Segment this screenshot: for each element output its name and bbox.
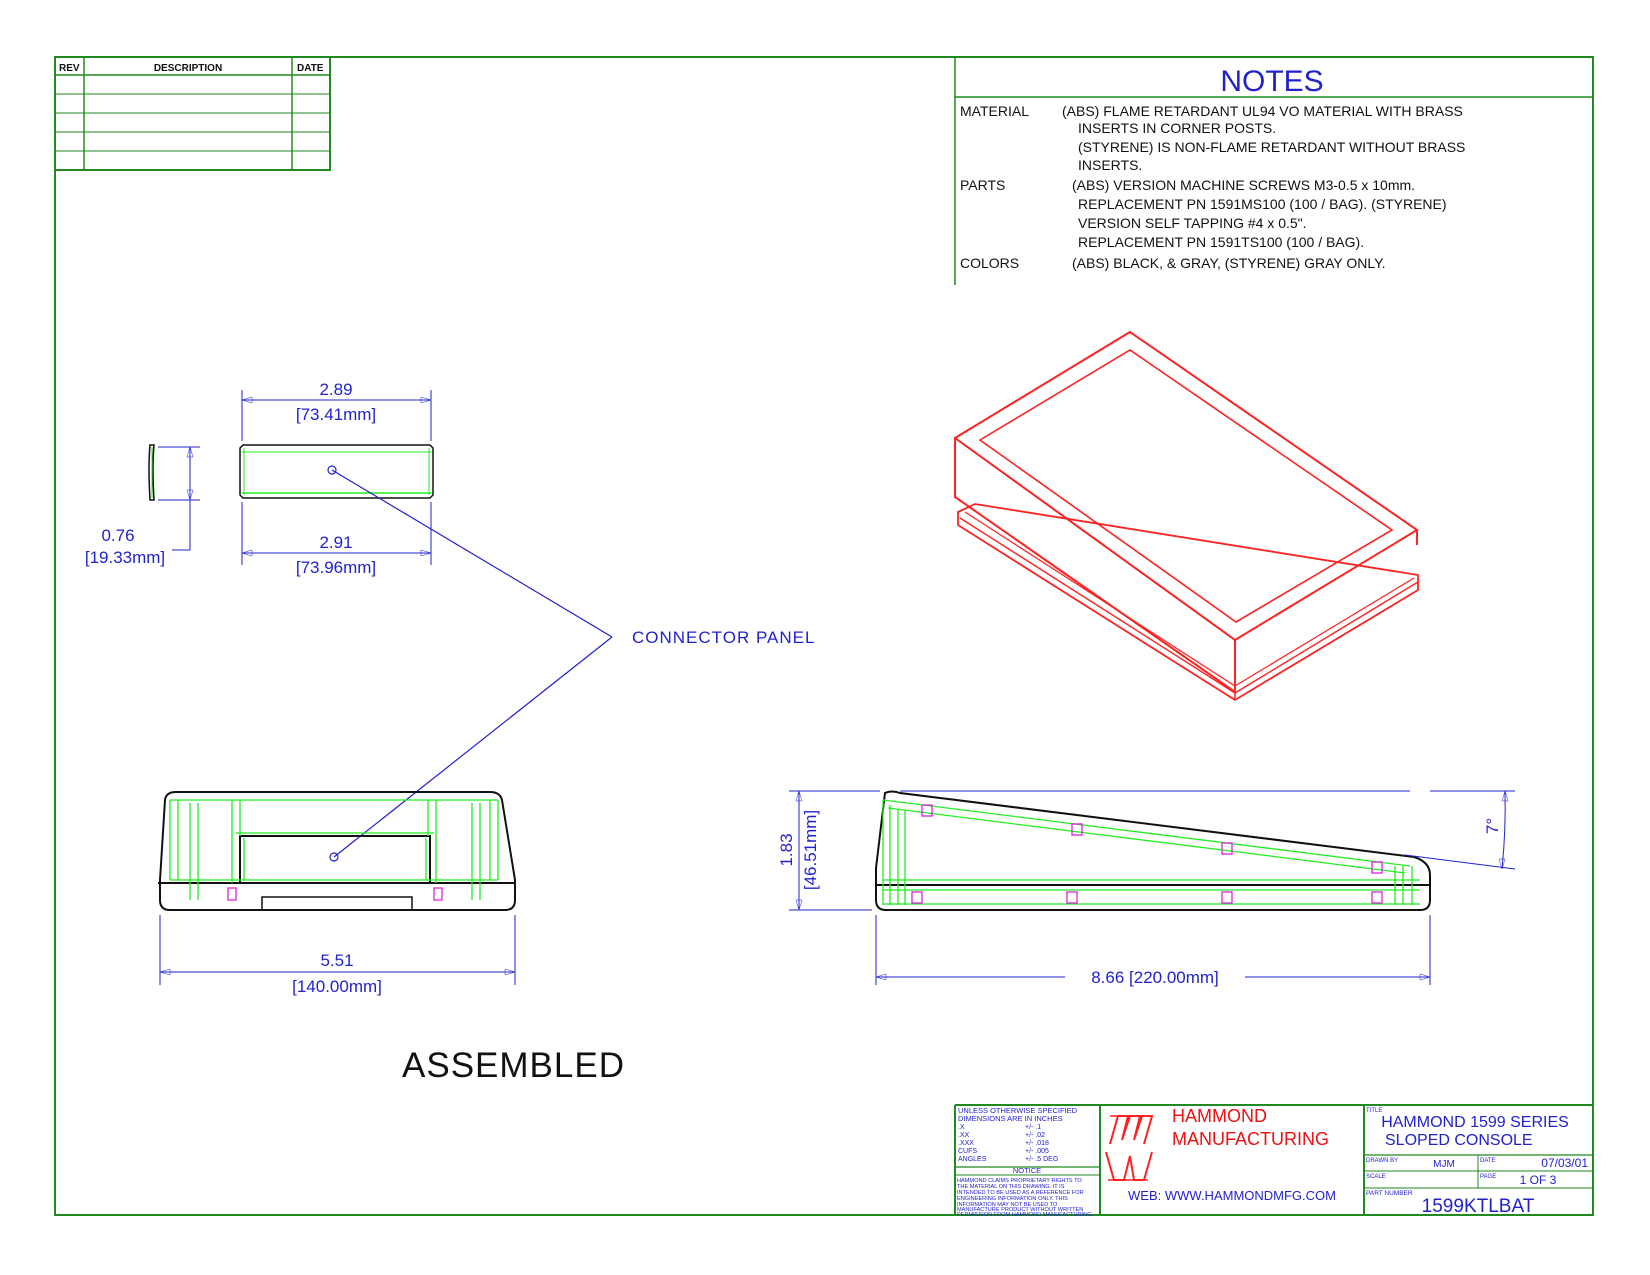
side-view: 1.83 [46.51mm] 8.66 [220.00mm] 7°: [777, 790, 1516, 987]
tolerance-header-2: DIMENSIONS ARE IN INCHES: [958, 1114, 1063, 1123]
hammond-logo: [1105, 1115, 1154, 1181]
panel-bottom-width-mm: [73.96mm]: [296, 558, 376, 577]
page-label: PAGE: [1480, 1174, 1496, 1180]
view-label: ASSEMBLED: [402, 1046, 625, 1085]
front-width-mm: [140.00mm]: [292, 977, 382, 996]
callout-label: CONNECTOR PANEL: [632, 628, 815, 647]
date-header: DATE: [297, 63, 324, 74]
notice-line: INFORMATION MAY NOT BE USED TO: [957, 1202, 1058, 1208]
page-value: 1 OF 3: [1520, 1173, 1557, 1187]
notice-line: MANUFACTURE PRODUCT WITHOUT WRITTEN: [957, 1207, 1083, 1213]
company-name-line1: HAMMOND: [1172, 1106, 1267, 1126]
drawn-by-value: MJM: [1433, 1159, 1455, 1170]
slope-angle: 7°: [1483, 818, 1502, 834]
side-length: 8.66 [220.00mm]: [1091, 968, 1219, 987]
panel-depth-mm: [19.33mm]: [85, 548, 165, 567]
title-label: TITLE: [1366, 1108, 1382, 1114]
note-line: INSERTS IN CORNER POSTS.: [1078, 120, 1276, 136]
connector-panel-view: 2.89 [73.41mm] 2.91 [73.96mm] 0.76 [19.3…: [85, 380, 434, 577]
note-line: VERSION SELF TAPPING #4 x 0.5".: [1078, 215, 1307, 231]
tolerance-key: ANGLES: [958, 1156, 987, 1163]
date-value: 07/03/01: [1541, 1156, 1588, 1170]
notes-title: NOTES: [1220, 65, 1323, 98]
tolerance-value: +/- .1: [1025, 1124, 1041, 1131]
notice-line: INTENDED TO BE USED AS A REFERENCE FOR: [957, 1190, 1084, 1196]
note-line: (STYRENE) IS NON-FLAME RETARDANT WITHOUT…: [1078, 139, 1465, 155]
note-line: (ABS) VERSION MACHINE SCREWS M3-0.5 x 10…: [1072, 177, 1415, 193]
note-label-parts: PARTS: [960, 177, 1005, 193]
title-block: UNLESS OTHERWISE SPECIFIED DIMENSIONS AR…: [954, 1104, 1593, 1218]
note-label-colors: COLORS: [960, 255, 1019, 271]
panel-bottom-width: 2.91: [319, 533, 352, 552]
revision-block: REV DESCRIPTION DATE: [54, 56, 331, 171]
panel-depth: 0.76: [101, 526, 134, 545]
scale-label: SCALE: [1366, 1174, 1386, 1180]
title-line1: HAMMOND 1599 SERIES: [1381, 1114, 1569, 1131]
isometric-view: [953, 330, 1419, 702]
note-line: (ABS) FLAME RETARDANT UL94 VO MATERIAL W…: [1062, 103, 1463, 119]
part-number-label: PART NUMBER: [1366, 1190, 1413, 1197]
panel-top-width-mm: [73.41mm]: [296, 405, 376, 424]
note-line: REPLACEMENT PN 1591TS100 (100 / BAG).: [1078, 234, 1364, 250]
note-line: (ABS) BLACK, & GRAY, (STYRENE) GRAY ONLY…: [1072, 255, 1386, 271]
note-line: INSERTS.: [1078, 157, 1142, 173]
title-line2: SLOPED CONSOLE: [1385, 1132, 1533, 1149]
connector-panel-callout: CONNECTOR PANEL: [331, 469, 815, 858]
front-view: 5.51 [140.00mm]: [158, 791, 516, 996]
notes-block: NOTES MATERIAL (ABS) FLAME RETARDANT UL9…: [954, 57, 1593, 285]
notice-line: ENGINEERING INFORMATION ONLY. THIS: [957, 1196, 1068, 1202]
notice-line: PERMISSION FROM HAMMOND MANUFACTURING.: [957, 1212, 1094, 1218]
side-height: 1.83: [777, 833, 796, 866]
note-label-material: MATERIAL: [960, 103, 1029, 119]
side-height-mm: [46.51mm]: [801, 810, 820, 890]
tolerance-key: CUFS: [958, 1148, 977, 1155]
tolerance-value: +/- .02: [1025, 1132, 1045, 1139]
note-line: REPLACEMENT PN 1591MS100 (100 / BAG). (S…: [1078, 196, 1447, 212]
tolerance-key: .XX: [958, 1132, 970, 1139]
tolerance-header-1: UNLESS OTHERWISE SPECIFIED: [958, 1106, 1078, 1115]
drawn-by-label: DRAWN BY: [1366, 1158, 1398, 1164]
part-number-value: 1599KTLBAT: [1422, 1196, 1535, 1217]
notice-line: HAMMOND CLAIMS PROPRIETARY RIGHTS TO: [957, 1178, 1082, 1184]
tolerance-value: +/- .018: [1025, 1140, 1049, 1147]
rev-header: REV: [59, 63, 80, 74]
front-width: 5.51: [320, 951, 353, 970]
company-website: WEB: WWW.HAMMONDMFG.COM: [1128, 1188, 1336, 1203]
tolerance-key: .X: [958, 1124, 965, 1131]
sheet-border: [54, 56, 1594, 1216]
date-label: DATE: [1480, 1158, 1496, 1164]
panel-top-width: 2.89: [319, 380, 352, 399]
tolerance-value: +/- .5 DEG: [1025, 1156, 1058, 1163]
notice-title: NOTICE: [1013, 1166, 1041, 1175]
company-name-line2: MANUFACTURING: [1172, 1129, 1329, 1149]
notice-line: THE MATERIAL ON THIS DRAWING. IT IS: [957, 1184, 1065, 1190]
description-header: DESCRIPTION: [154, 63, 222, 74]
tolerance-value: +/- .005: [1025, 1148, 1049, 1155]
tolerance-key: .XXX: [958, 1140, 974, 1147]
